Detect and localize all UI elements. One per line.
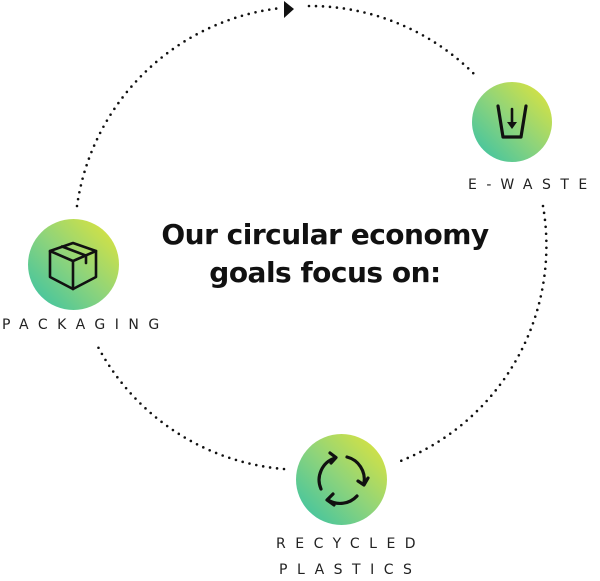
packaging-label: PACKAGING (2, 317, 169, 333)
e-waste-bin-icon (496, 104, 528, 139)
box-icon (48, 241, 97, 290)
recycle-arrows-icon (317, 450, 370, 507)
center-title: Our circular economy goals focus on: (130, 216, 520, 292)
recycled-plastics-label-line-1: RECYCLED (276, 536, 426, 552)
arc-right (396, 204, 548, 464)
packaging-node (28, 219, 119, 310)
e-waste-label: E-WASTE (468, 177, 597, 193)
e-waste-node (472, 82, 552, 162)
arc-left-top (75, 6, 283, 208)
arc-bottom-left (94, 341, 286, 471)
recycled-plastics-label-line-2: PLASTICS (279, 562, 422, 578)
arrowhead-icon (284, 1, 294, 18)
recycled-plastics-node (296, 434, 387, 525)
arc-top-right (307, 4, 480, 80)
title-line-2: goals focus on: (209, 256, 441, 289)
title-line-1: Our circular economy (161, 218, 489, 251)
